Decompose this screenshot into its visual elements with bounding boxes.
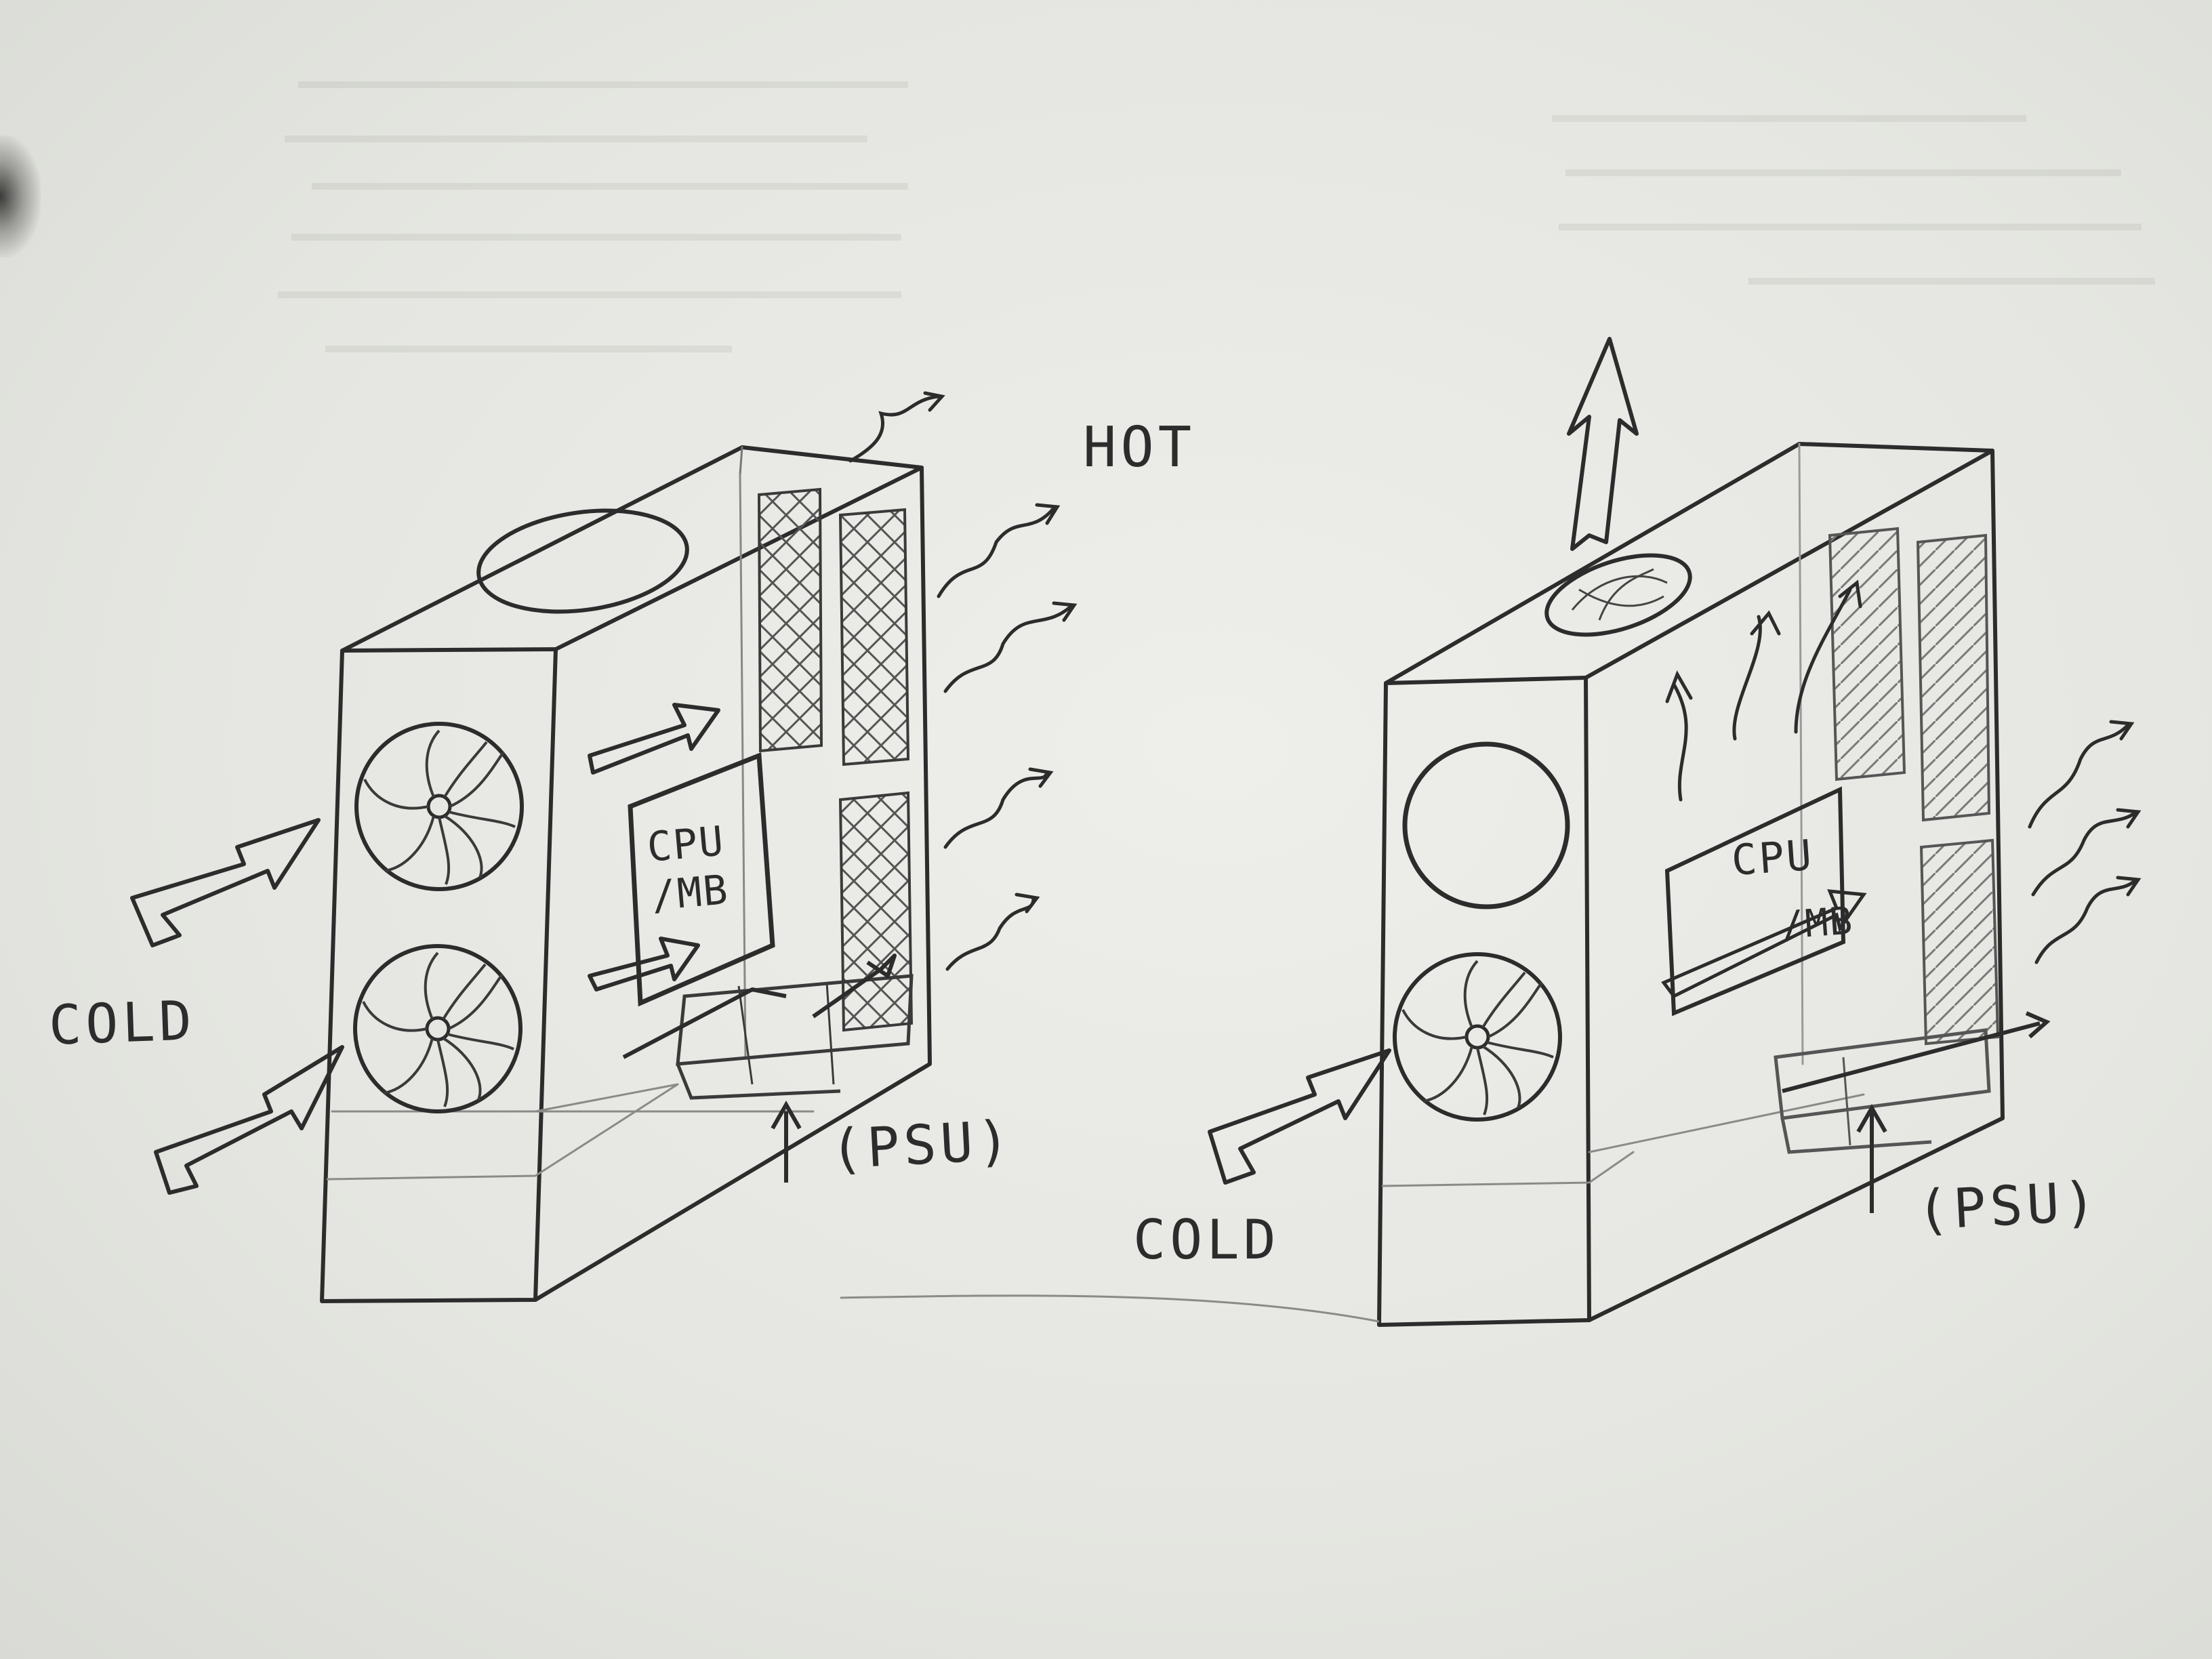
right-top-fan-icon	[1544, 553, 1692, 637]
right-psu	[1774, 1011, 2051, 1154]
left-internal-arrows	[588, 703, 897, 1059]
right-cpu-mb-board	[1664, 786, 1846, 1017]
label-cpu-left: CPU	[645, 817, 727, 872]
label-mb-left: /MB	[649, 866, 731, 920]
label-cpu-mb-left: CPU /MB	[645, 817, 731, 920]
label-mb-right: /MB	[1779, 899, 1856, 948]
label-cpu-right: CPU	[1729, 830, 1816, 886]
right-exhaust	[2028, 720, 2142, 964]
label-psu-right: (PSU)	[1914, 1169, 2102, 1243]
right-front-fan-bottom-icon	[1395, 954, 1560, 1120]
right-top-exhaust-arrow	[1567, 337, 1639, 551]
right-internal-arrows	[1661, 579, 1867, 999]
label-cold-left: COLD	[47, 989, 197, 1057]
left-cold-arrows	[130, 818, 344, 1195]
ground-line	[840, 1294, 1380, 1323]
label-cold-right: COLD	[1133, 1208, 1280, 1271]
right-psu-arrow	[1856, 1103, 1887, 1213]
right-cold-arrow	[1208, 1048, 1391, 1185]
left-hot-exhaust	[848, 391, 1078, 971]
left-front-fan-bottom-icon	[355, 946, 520, 1111]
left-cpu-mb-board	[628, 752, 775, 1007]
left-front-fan-top-icon	[356, 724, 522, 889]
right-front-fan-top-icon	[1402, 741, 1570, 909]
left-psu	[676, 974, 914, 1100]
left-psu-arrow	[771, 1100, 802, 1183]
label-hot: HOT	[1083, 415, 1196, 480]
right-rear-grills	[1828, 527, 2000, 1046]
left-case	[320, 445, 932, 1303]
left-rear-grills	[757, 487, 914, 1032]
corner-shadow	[0, 136, 41, 258]
label-psu-left: (PSU)	[828, 1108, 1016, 1182]
